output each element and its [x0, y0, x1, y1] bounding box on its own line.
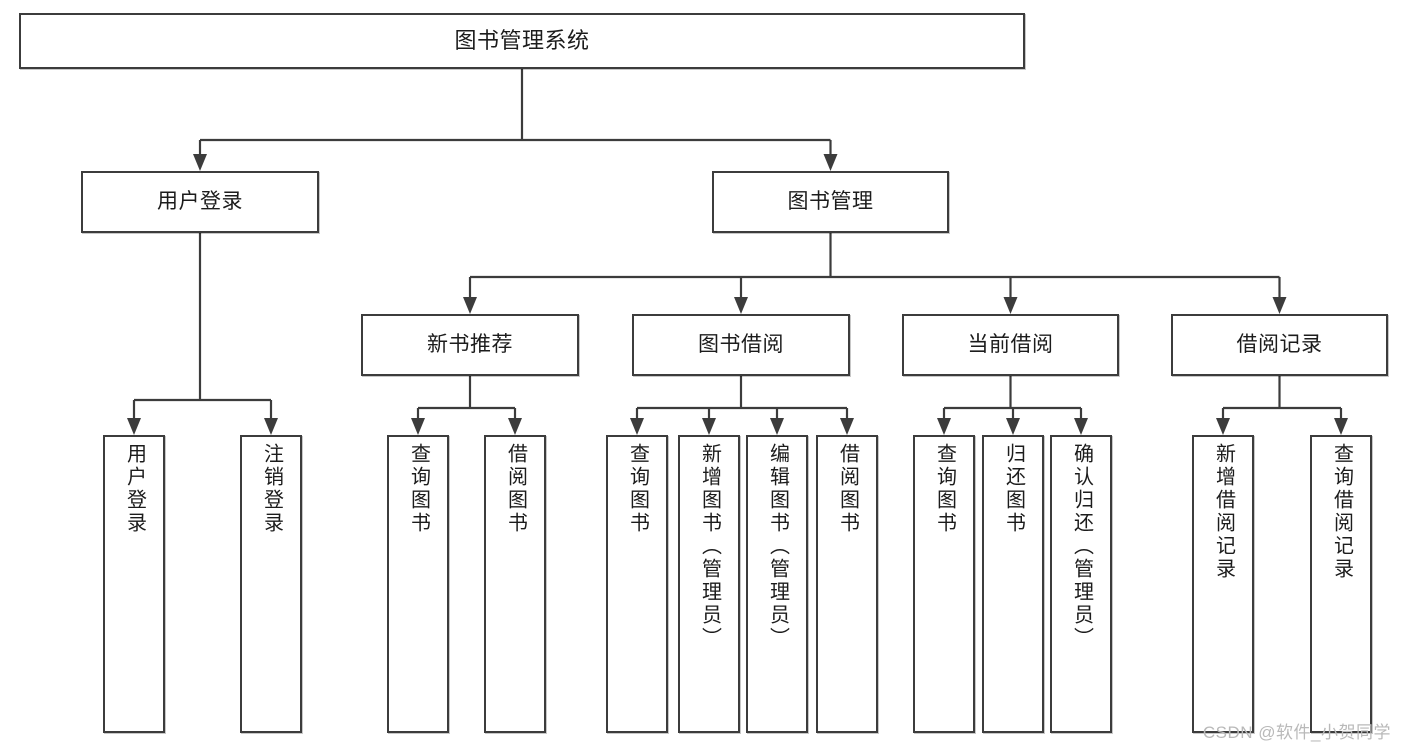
node-book-management-label: 图书管理: [787, 190, 874, 214]
leaf-borrow-book-recommend-label: 借阅图书: [504, 443, 527, 535]
leaf-user-logout-label: 注销登录: [260, 443, 283, 535]
leaf-return-book[interactable]: 归还图书: [982, 435, 1044, 733]
leaf-borrow-book-label: 借阅图书: [836, 443, 859, 535]
leaf-query-book-borrow[interactable]: 查询图书: [606, 435, 668, 733]
leaf-user-logout[interactable]: 注销登录: [240, 435, 302, 733]
node-user-login[interactable]: 用户登录: [81, 171, 319, 233]
leaf-add-book-admin[interactable]: 新增图书（管理员）: [678, 435, 740, 733]
leaf-return-book-label: 归还图书: [1002, 443, 1025, 535]
node-user-login-label: 用户登录: [157, 190, 243, 214]
node-book-management[interactable]: 图书管理: [712, 171, 949, 233]
leaf-user-login[interactable]: 用户登录: [103, 435, 165, 733]
node-current-borrow[interactable]: 当前借阅: [902, 314, 1119, 376]
leaf-edit-book-admin-label: 编辑图书（管理员）: [766, 443, 789, 650]
node-new-book-recommend[interactable]: 新书推荐: [361, 314, 579, 376]
leaf-borrow-book-recommend[interactable]: 借阅图书: [484, 435, 546, 733]
node-root[interactable]: 图书管理系统: [19, 13, 1025, 69]
node-book-borrow[interactable]: 图书借阅: [632, 314, 850, 376]
leaf-query-book-current[interactable]: 查询图书: [913, 435, 975, 733]
leaf-add-book-admin-label: 新增图书（管理员）: [698, 443, 721, 650]
leaf-query-book-recommend[interactable]: 查询图书: [387, 435, 449, 733]
node-root-label: 图书管理系统: [454, 27, 590, 53]
leaf-query-book-recommend-label: 查询图书: [407, 443, 430, 535]
leaf-user-login-label: 用户登录: [123, 443, 146, 535]
leaf-query-book-borrow-label: 查询图书: [626, 443, 649, 535]
leaf-query-borrow-record-label: 查询借阅记录: [1330, 443, 1353, 581]
node-book-borrow-label: 图书借阅: [698, 333, 784, 357]
leaf-add-borrow-record-label: 新增借阅记录: [1212, 443, 1235, 581]
leaf-borrow-book[interactable]: 借阅图书: [816, 435, 878, 733]
leaf-confirm-return-admin[interactable]: 确认归还（管理员）: [1050, 435, 1112, 733]
watermark: CSDN @软件_小贺同学: [1202, 723, 1391, 742]
node-borrow-record-label: 借阅记录: [1236, 333, 1323, 357]
node-new-book-recommend-label: 新书推荐: [427, 333, 513, 357]
node-borrow-record[interactable]: 借阅记录: [1171, 314, 1388, 376]
leaf-confirm-return-admin-label: 确认归还（管理员）: [1070, 443, 1093, 650]
leaf-add-borrow-record[interactable]: 新增借阅记录: [1192, 435, 1254, 733]
leaf-query-borrow-record[interactable]: 查询借阅记录: [1310, 435, 1372, 733]
leaf-edit-book-admin[interactable]: 编辑图书（管理员）: [746, 435, 808, 733]
leaf-query-book-current-label: 查询图书: [933, 443, 956, 535]
node-current-borrow-label: 当前借阅: [967, 333, 1054, 357]
